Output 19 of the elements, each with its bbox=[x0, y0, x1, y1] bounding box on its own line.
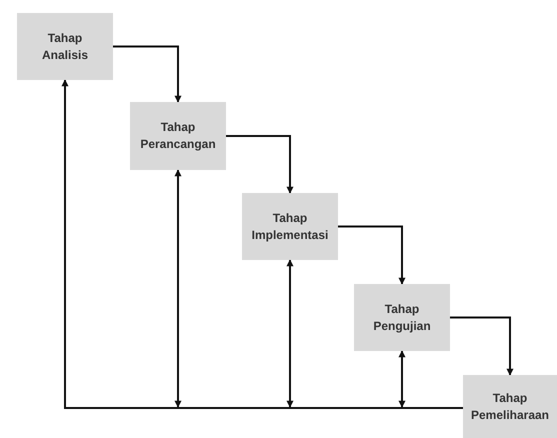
step-label: Tahap Pengujian bbox=[372, 300, 432, 334]
arrow bbox=[338, 226, 406, 285]
process-box bbox=[463, 375, 557, 438]
arrow bbox=[226, 135, 294, 194]
arrow bbox=[286, 259, 294, 408]
step-label: Tahap Implementasi bbox=[252, 210, 328, 244]
arrow bbox=[113, 46, 182, 103]
step-label: Tahap Analisis bbox=[40, 30, 90, 64]
process-box bbox=[354, 284, 450, 351]
process-box bbox=[130, 102, 226, 170]
arrow bbox=[62, 79, 68, 407]
step-label: Tahap Pemeliharaan bbox=[470, 390, 550, 424]
process-box bbox=[17, 13, 113, 80]
arrow bbox=[450, 316, 514, 376]
arrow bbox=[174, 169, 182, 408]
process-box bbox=[242, 193, 338, 260]
step-label: Tahap Perancangan bbox=[140, 119, 216, 153]
arrow bbox=[398, 350, 406, 408]
connector-line bbox=[444, 407, 463, 409]
